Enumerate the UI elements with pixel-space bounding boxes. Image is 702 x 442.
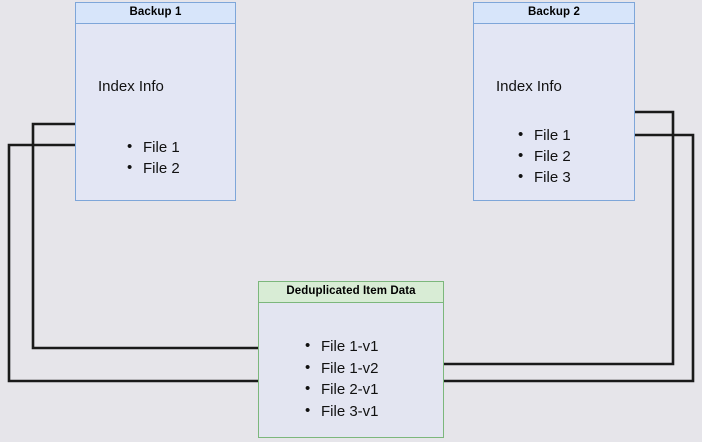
- node-backup-1[interactable]: Backup 1 Index Info File 1 File 2: [75, 2, 236, 201]
- node-backup-2-file-list: File 1 File 2 File 3: [518, 124, 571, 188]
- node-deduplicated-item-data[interactable]: Deduplicated Item Data File 1-v1 File 1-…: [258, 281, 444, 438]
- node-deduplicated-item-data-body: File 1-v1 File 1-v2 File 2-v1 File 3-v1: [259, 303, 443, 437]
- node-backup-1-body: Index Info File 1 File 2: [76, 24, 235, 200]
- node-backup-1-index-label: Index Info: [98, 78, 164, 95]
- list-item: File 2: [127, 157, 180, 179]
- node-backup-2-index-label: Index Info: [496, 78, 562, 95]
- node-backup-1-file-list: File 1 File 2: [127, 136, 180, 179]
- node-deduplicated-item-data-file-list: File 1-v1 File 1-v2 File 2-v1 File 3-v1: [305, 335, 379, 423]
- node-deduplicated-item-data-header: Deduplicated Item Data: [259, 282, 443, 303]
- node-backup-2[interactable]: Backup 2 Index Info File 1 File 2 File 3: [473, 2, 635, 201]
- node-backup-2-header: Backup 2: [474, 3, 634, 24]
- list-item: File 1-v1: [305, 335, 379, 358]
- node-backup-2-body: Index Info File 1 File 2 File 3: [474, 24, 634, 200]
- list-item: File 1: [518, 124, 571, 146]
- node-backup-1-header: Backup 1: [76, 3, 235, 24]
- list-item: File 2-v1: [305, 378, 379, 401]
- list-item: File 1-v2: [305, 357, 379, 380]
- list-item: File 1: [127, 136, 180, 158]
- list-item: File 3: [518, 166, 571, 188]
- list-item: File 3-v1: [305, 400, 379, 423]
- list-item: File 2: [518, 145, 571, 167]
